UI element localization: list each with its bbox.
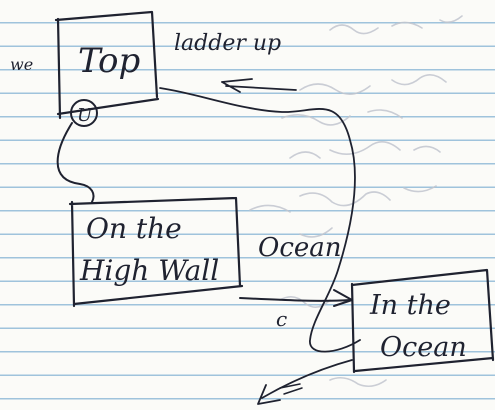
label-ladder-up: ladder up — [174, 31, 281, 56]
node-high-wall-label-line1: On the — [86, 212, 182, 245]
edge-ocean-loop-to-top — [159, 87, 361, 353]
edge-wall-to-ocean-arrowhead — [333, 289, 353, 307]
label-we: we — [10, 55, 33, 74]
node-ocean-label-line1: In the — [369, 290, 451, 321]
node-top-box — [54, 10, 160, 120]
label-ocean-side: Ocean — [258, 233, 342, 263]
node-ocean-box — [350, 268, 495, 374]
node-high-wall-box — [68, 196, 244, 308]
edge-wall-to-ocean — [239, 297, 351, 302]
node-high-wall-label-line2: High Wall — [79, 254, 219, 287]
edge-top-to-wall — [56, 122, 95, 203]
node-ocean-label-line2: Ocean — [380, 332, 467, 363]
top-bottom-circle — [70, 99, 98, 127]
node-top-label: Top — [78, 41, 140, 81]
edge-arrowhead-top — [221, 78, 297, 93]
label-c: c — [276, 307, 287, 331]
label-u: U — [77, 105, 93, 126]
edge-ocean-exit-arrow — [257, 359, 353, 405]
